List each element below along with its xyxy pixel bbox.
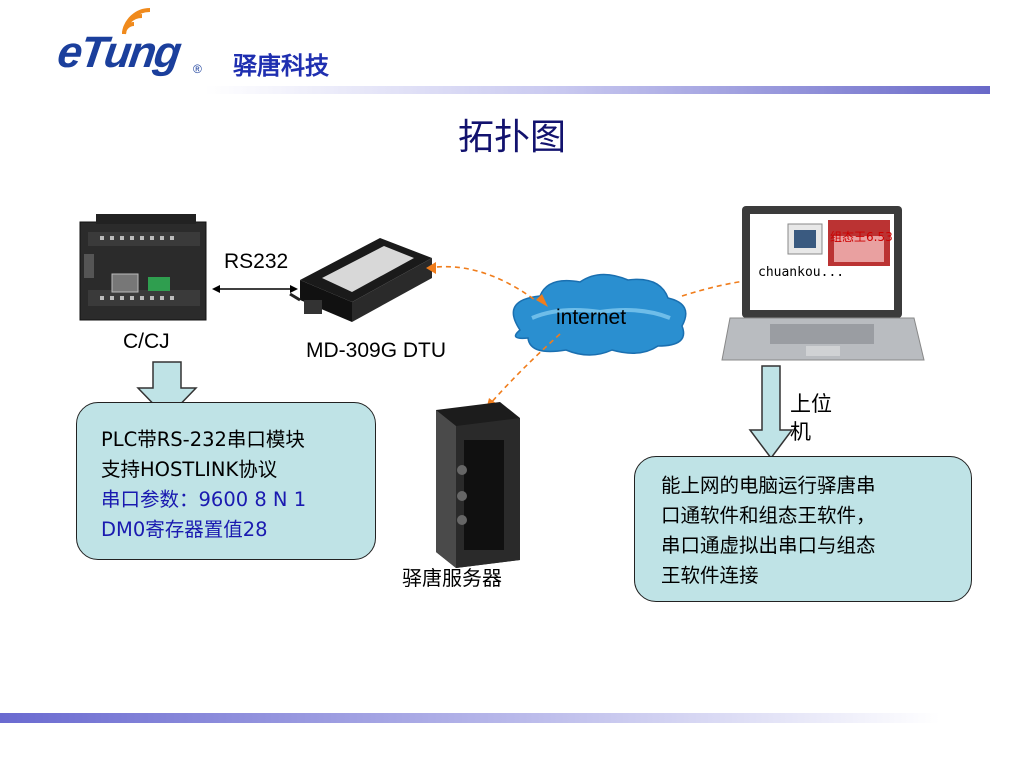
rs232-link-arrow <box>212 285 298 293</box>
cloud-label: internet <box>556 306 627 329</box>
plc-info-line2: 支持HOSTLINK协议 <box>101 458 278 481</box>
host-info-line4: 王软件连接 <box>661 564 759 587</box>
rs232-label: RS232 <box>224 250 289 273</box>
signal-waves-icon <box>122 8 151 35</box>
plc-info-line3: 串口参数：9600 8 N 1 <box>101 488 307 511</box>
dtu-device-icon <box>289 238 432 322</box>
server-label: 驿唐服务器 <box>402 566 502 590</box>
plc-info-line4: DM0寄存器置值28 <box>101 518 268 541</box>
down-arrow-right <box>748 365 794 460</box>
laptop-icon <box>721 206 925 361</box>
host-info-line2: 口通软件和组态王软件， <box>661 504 876 527</box>
internet-cloud-icon <box>512 273 687 356</box>
host-label-line1: 上位 <box>790 392 832 416</box>
host-info-line3: 串口通虚拟出串口与组态 <box>661 534 876 557</box>
plc-device-icon <box>79 214 207 321</box>
company-name: 驿唐科技 <box>233 52 329 80</box>
header-divider <box>205 86 990 94</box>
screen-icon-label-kingview: 组态王6.53 <box>830 230 893 244</box>
plc-info-line1: PLC带RS-232串口模块 <box>101 428 305 451</box>
registered-mark: ® <box>193 62 202 76</box>
footer-divider <box>0 713 940 723</box>
screen-icon-label-chuankou: chuankou... <box>758 265 845 280</box>
plc-label: C/CJ <box>123 330 170 353</box>
plc-info-box: PLC带RS-232串口模块 支持HOSTLINK协议 串口参数：9600 8 … <box>76 402 376 560</box>
page-title: 拓扑图 <box>457 117 566 158</box>
dtu-label: MD-309G DTU <box>306 339 447 362</box>
host-info-box: 能上网的电脑运行驿唐串 口通软件和组态王软件， 串口通虚拟出串口与组态 王软件连… <box>634 456 972 602</box>
host-label-line2: 机 <box>790 420 811 444</box>
server-icon <box>436 402 520 568</box>
host-info-line1: 能上网的电脑运行驿唐串 <box>661 474 876 497</box>
